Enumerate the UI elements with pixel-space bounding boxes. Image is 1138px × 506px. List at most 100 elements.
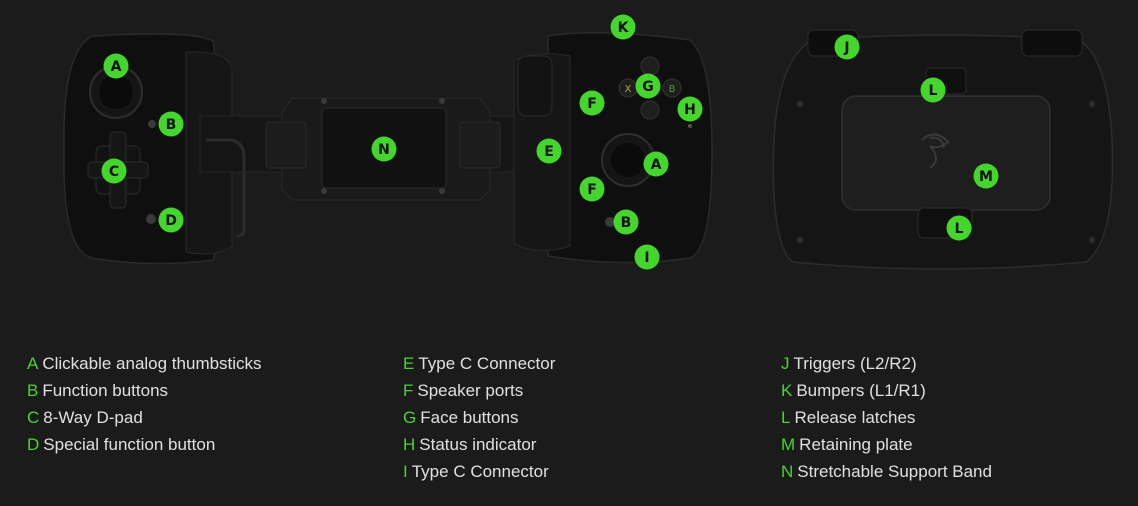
right-function-button (605, 217, 615, 227)
support-band (199, 97, 561, 238)
callout-marker-l: L (946, 215, 972, 241)
legend-label: Special function button (43, 435, 216, 454)
callout-marker-circle (579, 176, 605, 202)
legend-key: G (403, 408, 417, 427)
callout-marker-circle (643, 151, 669, 177)
back-view (772, 29, 1114, 270)
face-button-b-label: B (669, 84, 676, 95)
legend-key: L (781, 408, 791, 427)
callout-marker-circle (158, 111, 184, 137)
razer-logo (921, 133, 950, 169)
legend-key: D (27, 435, 40, 454)
legend-label: Stretchable Support Band (797, 462, 992, 481)
callout-marker-j: J (834, 34, 860, 60)
callout-marker-circle (536, 138, 562, 164)
callout-marker-d: D (158, 207, 184, 233)
callout-marker-circle (834, 34, 860, 60)
callout-marker-l: L (920, 77, 946, 103)
retaining-plate (841, 95, 1051, 211)
callout-marker-letter: C (109, 164, 119, 180)
callout-marker-letter: D (165, 213, 177, 229)
legend-label: Triggers (L2/R2) (793, 354, 917, 373)
callout-marker-letter: F (587, 182, 597, 198)
callout-marker-f: F (579, 90, 605, 116)
callout-marker-circle (920, 77, 946, 103)
status-led (688, 124, 692, 128)
callout-marker-m: M (973, 163, 999, 189)
left-function-button (148, 120, 156, 128)
callout-marker-h: H (677, 96, 703, 122)
legend-key: J (781, 354, 790, 373)
callout-marker-letter: A (651, 157, 662, 173)
callout-marker-b: B (158, 111, 184, 137)
callout-marker-k: K (610, 14, 636, 40)
callout-marker-letter: F (587, 96, 597, 112)
callout-marker-n: N (371, 136, 397, 162)
callout-marker-letter: L (955, 221, 964, 237)
legend-key: E (403, 354, 415, 373)
legend-key: F (403, 381, 414, 400)
legend-key: H (403, 435, 416, 454)
callout-marker-circle (610, 14, 636, 40)
legend-key: C (27, 408, 40, 427)
legend-key: A (27, 354, 39, 373)
callout-marker-letter: G (642, 79, 654, 95)
legend-key: K (781, 381, 793, 400)
callout-marker-circle (973, 163, 999, 189)
right-controller-half: X B (513, 32, 713, 264)
legend-key: M (781, 435, 796, 454)
callout-marker-letter: J (843, 40, 849, 56)
legend-label: Release latches (794, 408, 916, 427)
right-trigger (1021, 29, 1083, 57)
callout-marker-circle (158, 207, 184, 233)
callout-marker-letter: K (618, 20, 630, 36)
legend-label: Type C Connector (418, 354, 556, 373)
callout-marker-c: C (101, 158, 127, 184)
callout-marker-circle (103, 53, 129, 79)
legend-label: Retaining plate (799, 435, 913, 454)
legend-key: B (27, 381, 39, 400)
callout-marker-a: A (643, 151, 669, 177)
callout-marker-letter: H (684, 102, 696, 118)
callout-marker-i: I (634, 244, 660, 270)
callout-marker-circle (101, 158, 127, 184)
callout-marker-letter: I (644, 250, 649, 266)
face-buttons: X B (618, 56, 682, 120)
callout-marker-b: B (613, 209, 639, 235)
legend-label: Function buttons (42, 381, 169, 400)
callout-marker-circle (371, 136, 397, 162)
callout-marker-letter: L (929, 83, 938, 99)
callout-marker-letter: E (544, 144, 554, 160)
callout-marker-circle (635, 73, 661, 99)
legend-label: Type C Connector (411, 462, 549, 481)
callout-marker-e: E (536, 138, 562, 164)
callout-marker-f: F (579, 176, 605, 202)
callout-marker-circle (677, 96, 703, 122)
callout-marker-letter: M (979, 169, 993, 185)
callout-marker-g: G (635, 73, 661, 99)
callout-marker-letter: B (166, 117, 177, 133)
callout-marker-circle (946, 215, 972, 241)
callout-marker-a: A (103, 53, 129, 79)
callout-marker-letter: A (111, 59, 122, 75)
face-button-x-label: X (625, 84, 632, 95)
